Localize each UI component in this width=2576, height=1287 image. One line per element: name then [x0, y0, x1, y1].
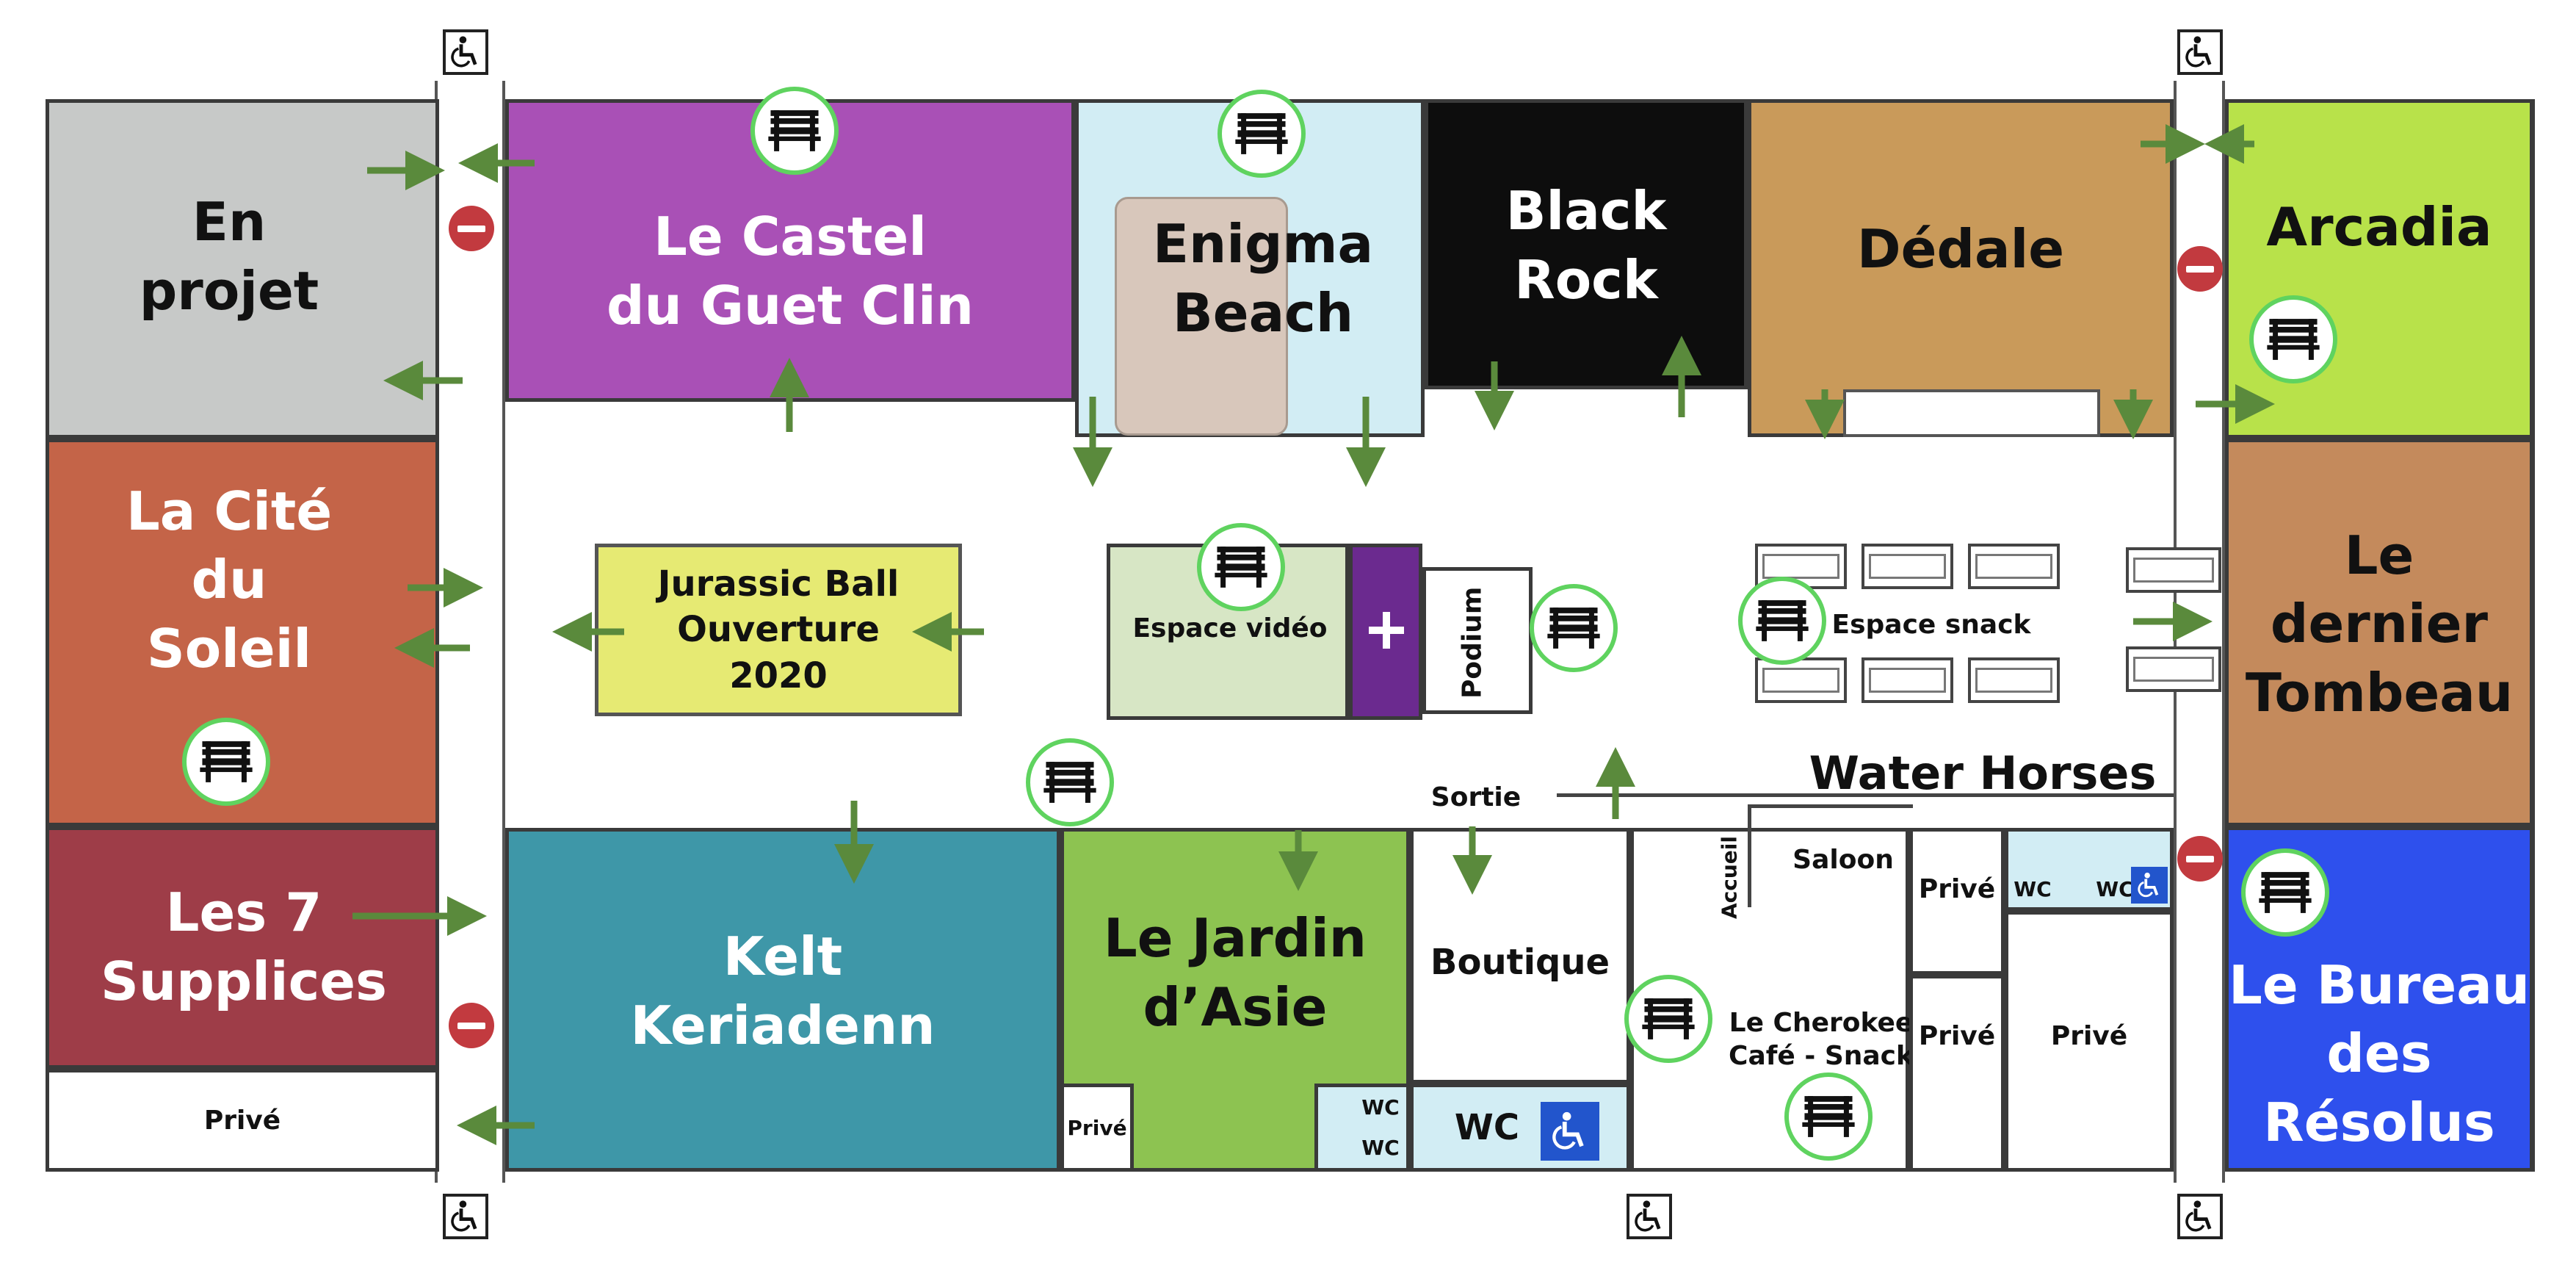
- room-label-enigma-beach: Enigma Beach: [1152, 213, 1374, 344]
- area-jurassic-ball[interactable]: [595, 544, 962, 716]
- bench-icon: [1624, 975, 1712, 1063]
- label-cherokee: Le Cherokee Café - Snack: [1729, 1008, 1914, 1071]
- label-prive-small: Privé: [1067, 1115, 1127, 1140]
- area-podium[interactable]: [1422, 567, 1533, 714]
- room-kelt-keriadenn[interactable]: [505, 828, 1060, 1172]
- room-label-kelt: Kelt Keriadenn: [630, 926, 936, 1056]
- room-label-castel: Le Castel du Guet Clin: [607, 206, 974, 336]
- snack-table: [2126, 646, 2221, 692]
- no-entry-icon: [449, 206, 494, 251]
- snack-table: [1968, 544, 2060, 589]
- room-prive-2: [1909, 975, 2005, 1172]
- wheelchair-icon: [2131, 867, 2168, 904]
- label-wc-c: WC: [2014, 876, 2052, 901]
- bench-icon: [750, 87, 839, 175]
- bench-icon: [1218, 90, 1306, 178]
- enigma-inner-block: [1115, 197, 1288, 436]
- room-prive-small: [1060, 1084, 1134, 1172]
- label-saloon: Saloon: [1792, 844, 1894, 875]
- room-dedale[interactable]: [1748, 99, 2174, 437]
- bench-icon: [1026, 738, 1114, 826]
- water-horses-wall: [1557, 793, 2174, 797]
- bench-icon: [2241, 848, 2329, 937]
- label-prive-left: Privé: [203, 1105, 281, 1136]
- room-en-projet[interactable]: [46, 99, 439, 439]
- label-espace-snack: Espace snack: [1831, 609, 2031, 640]
- room-prive-1: [1909, 828, 2005, 975]
- wheelchair-icon: [1541, 1102, 1599, 1161]
- room-label-jardin: Le Jardin d’Asie: [1103, 907, 1367, 1038]
- bench-icon: [1530, 584, 1618, 672]
- snack-table: [2126, 547, 2221, 593]
- label-water-horses: Water Horses: [1809, 746, 2157, 800]
- snack-table: [1968, 657, 2060, 703]
- label-prive-2: Privé: [1918, 1020, 1996, 1051]
- no-entry-icon: [2177, 836, 2223, 882]
- room-label-7-supplices: Les 7 Supplices: [101, 882, 387, 1012]
- room-label-en-projet: En projet: [139, 191, 319, 322]
- room-label-dernier-tombeau: Le dernier Tombeau: [2245, 524, 2514, 724]
- dedale-counter: [1843, 389, 2100, 437]
- label-wc-main: WC: [1454, 1106, 1520, 1148]
- room-label-bureau: Le Bureau des Résolus: [2228, 953, 2530, 1153]
- no-entry-icon: [449, 1003, 494, 1048]
- snack-table: [1862, 657, 1953, 703]
- wheelchair-icon: [443, 29, 488, 75]
- bench-icon: [2249, 295, 2337, 383]
- room-arcadia[interactable]: [2225, 99, 2533, 439]
- room-wc-pair: [1314, 1084, 1410, 1172]
- label-wc-a: WC: [1361, 1095, 1400, 1120]
- bench-icon: [1197, 523, 1285, 611]
- wheelchair-icon: [2177, 29, 2223, 75]
- room-prive-3: [2005, 911, 2174, 1172]
- snack-table: [1862, 544, 1953, 589]
- room-label-black-rock: Black Rock: [1505, 180, 1667, 311]
- label-sortie: Sortie: [1430, 782, 1522, 812]
- room-label-arcadia: Arcadia: [2266, 196, 2492, 259]
- label-boutique: Boutique: [1430, 941, 1610, 983]
- label-wc-b: WC: [1361, 1136, 1400, 1160]
- no-entry-icon: [2177, 246, 2223, 292]
- room-le-dernier-tombeau[interactable]: [2225, 439, 2533, 826]
- label-wc-d: WC: [2096, 876, 2134, 901]
- wheelchair-icon: [1627, 1194, 1672, 1239]
- room-boutique[interactable]: [1410, 828, 1630, 1084]
- room-label-cite-soleil: La Cité du Soleil: [126, 480, 333, 679]
- room-les-7-supplices[interactable]: [46, 826, 439, 1069]
- label-prive-1: Privé: [1918, 873, 1996, 904]
- bench-icon: [1738, 577, 1826, 665]
- video-screen-band: [1349, 544, 1422, 720]
- bench-icon: [1784, 1072, 1873, 1161]
- snack-table: [1755, 657, 1847, 703]
- bench-icon: [182, 718, 270, 806]
- label-prive-3: Privé: [2050, 1020, 2128, 1051]
- wheelchair-icon: [443, 1194, 488, 1239]
- corridor-left: [435, 81, 505, 1183]
- room-label-dedale: Dédale: [1856, 218, 2065, 281]
- wheelchair-icon: [2177, 1194, 2223, 1239]
- label-jurassic-ball: Jurassic Ball Ouverture 2020: [657, 563, 900, 696]
- label-espace-video: Espace vidéo: [1132, 613, 1328, 644]
- room-prive-left: [46, 1069, 439, 1172]
- saloon-frame: [1748, 804, 1913, 907]
